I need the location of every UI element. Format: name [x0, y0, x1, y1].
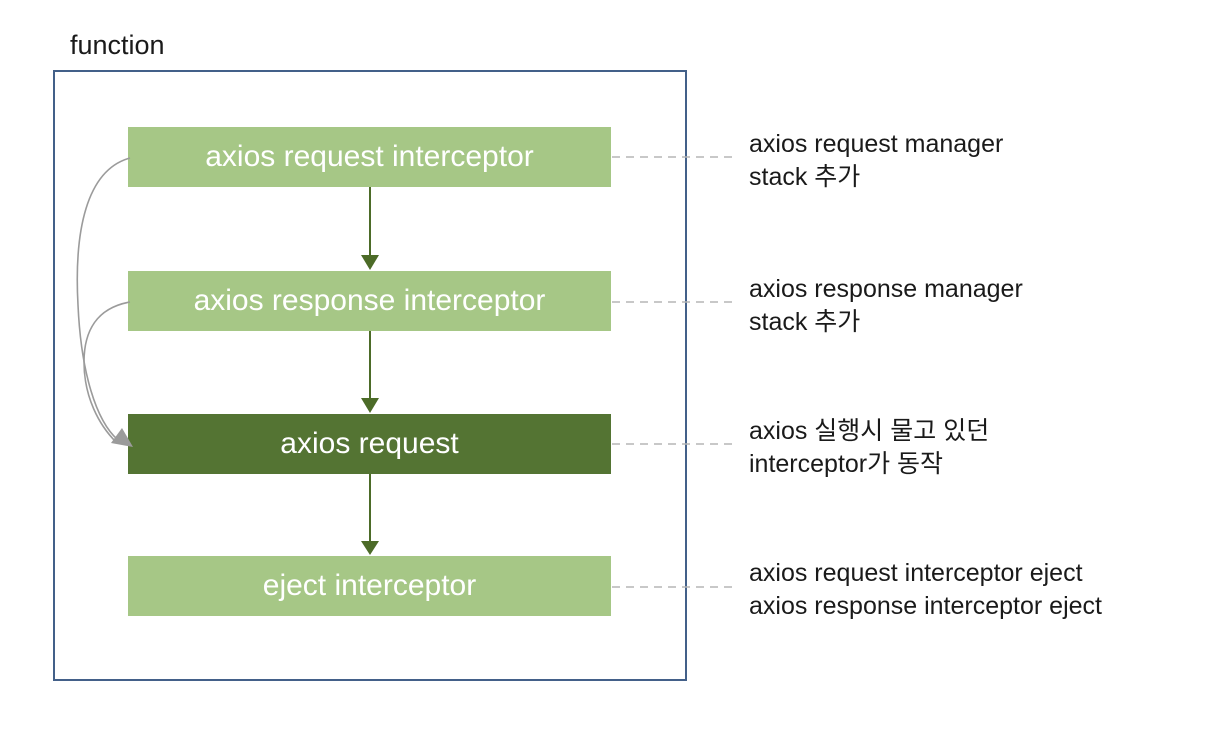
flow-box-label: axios request interceptor: [205, 140, 534, 173]
annotation-line: axios response manager: [749, 275, 1023, 303]
flow-box-eject-interceptor: eject interceptor: [128, 556, 611, 616]
annotation-response-manager: axios response manager stack 추가: [749, 273, 1199, 339]
annotation-interceptor-eject: axios request interceptor eject axios re…: [749, 557, 1199, 623]
flow-box-label: axios request: [280, 427, 459, 460]
annotation-line: interceptor가 동작: [749, 450, 944, 478]
flow-box-axios-response-interceptor: axios response interceptor: [128, 271, 611, 331]
flow-box-label: axios response interceptor: [193, 284, 546, 317]
annotation-line: axios request manager: [749, 130, 1004, 158]
annotation-request-manager: axios request manager stack 추가: [749, 128, 1199, 194]
flow-box-axios-request-interceptor: axios request interceptor: [128, 127, 611, 187]
annotation-line: stack 추가: [749, 163, 861, 191]
annotation-interceptor-run: axios 실행시 물고 있던 interceptor가 동작: [749, 415, 1199, 481]
flow-box-axios-request: axios request: [128, 414, 611, 474]
function-scope-container: [53, 70, 687, 681]
annotation-line: stack 추가: [749, 308, 861, 336]
annotation-line: axios response interceptor eject: [749, 592, 1102, 620]
function-label: function: [70, 30, 165, 60]
annotation-line: axios request interceptor eject: [749, 559, 1083, 587]
annotation-line: axios 실행시 물고 있던: [749, 417, 990, 445]
flow-box-label: eject interceptor: [262, 569, 477, 602]
